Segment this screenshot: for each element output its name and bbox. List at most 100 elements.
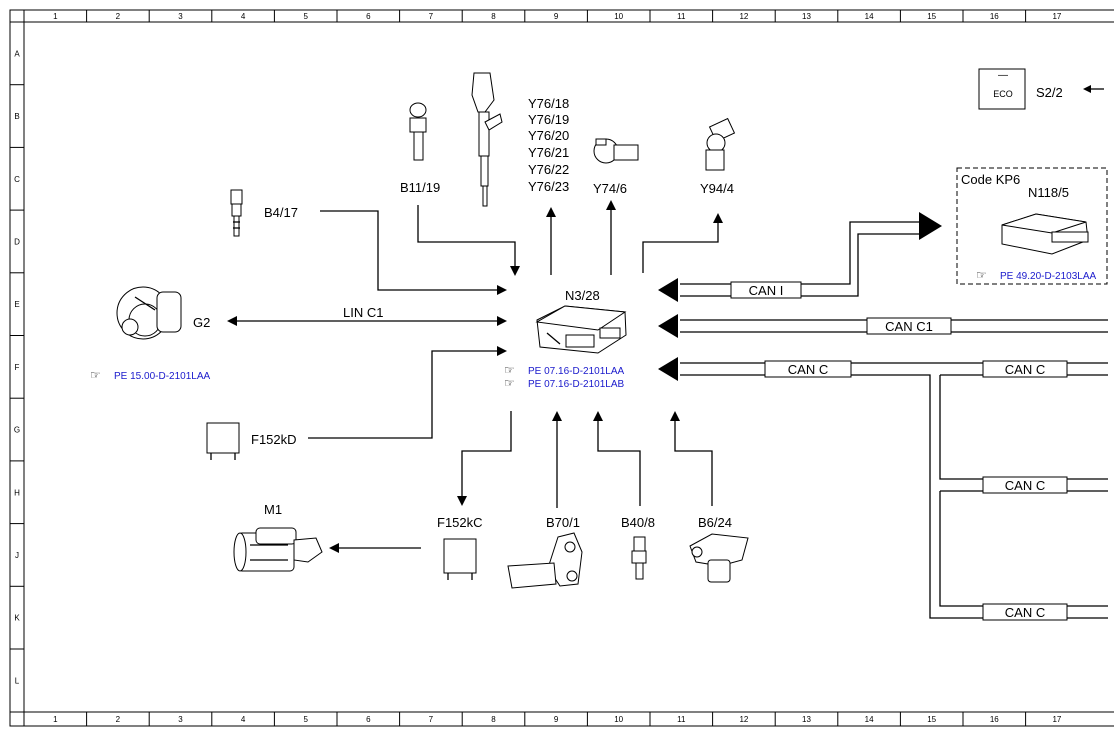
grid-row-label: G	[14, 426, 20, 435]
grid-column-label: 1	[53, 12, 58, 21]
grid-column-label: 4	[241, 715, 246, 724]
b70-1-label: B70/1	[546, 515, 580, 530]
wire-f152kd	[308, 350, 498, 439]
grid-column-label: 13	[802, 12, 811, 21]
valve-y74-6-icon[interactable]	[593, 138, 639, 164]
eco-switch-s2-2-icon[interactable]	[978, 68, 1026, 110]
grid-column-label: 8	[491, 715, 496, 724]
fuel-pump-control-unit-n118-5-icon[interactable]	[1001, 213, 1089, 255]
temperature-sensor-b11-19-icon[interactable]	[409, 102, 427, 161]
crankshaft-sensor-b70-1-icon[interactable]	[507, 532, 583, 589]
grid-row-label: F	[15, 363, 20, 372]
wire-b6-24	[674, 420, 713, 506]
can-c-label-4: CAN C	[1005, 605, 1045, 620]
code-kp6-frame	[956, 167, 1108, 285]
lin-c1-label: LIN C1	[343, 305, 383, 320]
y76-label-6: Y76/23	[528, 179, 569, 194]
grid-column-label: 9	[554, 12, 559, 21]
grid-column-label: 7	[429, 715, 434, 724]
engine-control-unit-icon[interactable]	[535, 305, 627, 354]
eco-label: ECO	[993, 89, 1013, 99]
ref-pointer-icon: ☞	[90, 368, 101, 382]
can-i-label: CAN I	[749, 283, 784, 298]
grid-row-label: B	[14, 112, 19, 121]
f152kc-label: F152kC	[437, 515, 483, 530]
can-c-label-3: CAN C	[1005, 478, 1045, 493]
grid-column-label: 8	[491, 12, 496, 21]
valve-y94-4-icon[interactable]	[705, 117, 736, 171]
grid-column-label: 16	[990, 12, 999, 21]
grid-column-label: 9	[554, 715, 559, 724]
pressure-sensor-b4-17-icon[interactable]	[230, 189, 243, 237]
camshaft-sensor-b6-24-icon[interactable]	[689, 533, 749, 583]
relay-f152kc-icon[interactable]	[443, 538, 477, 580]
grid-column-label: 6	[366, 12, 371, 21]
wire-f152kc	[461, 411, 512, 497]
grid-column-label: 10	[614, 12, 623, 21]
grid-column-label: 14	[865, 12, 874, 21]
grid-column-label: 2	[116, 715, 121, 724]
wire-y94-4	[642, 222, 719, 273]
s2-2-label: S2/2	[1036, 85, 1063, 100]
grid-column-label: 10	[614, 715, 623, 724]
grid-row-label: H	[14, 488, 20, 497]
grid-column-label: 5	[303, 12, 308, 21]
grid-row-label: J	[15, 551, 19, 560]
grid-column-label: 11	[677, 715, 686, 724]
n118-5-label: N118/5	[1028, 185, 1069, 200]
y76-label-4: Y76/21	[528, 145, 569, 160]
grid-row-label: E	[14, 300, 19, 309]
b40-8-label: B40/8	[621, 515, 655, 530]
grid-column-label: 1	[53, 715, 58, 724]
grid-column-label: 13	[802, 715, 811, 724]
grid-column-label: 15	[927, 715, 936, 724]
n118-reference-link[interactable]: PE 49.20-D-2103LAA	[1000, 271, 1097, 282]
grid-column-label: 6	[366, 715, 371, 724]
grid-column-label: 17	[1052, 715, 1061, 724]
relay-f152kd-icon[interactable]	[206, 422, 240, 460]
wire-b11-19	[417, 205, 516, 268]
grid-row-label: L	[15, 676, 20, 685]
ref-pointer-icon: ☞	[504, 363, 515, 377]
wire-b40-8	[597, 420, 641, 506]
can-i-label-box	[730, 281, 802, 299]
y74-6-label: Y74/6	[593, 181, 627, 196]
y76-label-1: Y76/18	[528, 96, 569, 111]
eco-mark: —	[998, 70, 1008, 81]
can-c-label-box-4	[982, 603, 1068, 621]
injector-y76-icon[interactable]	[471, 72, 503, 207]
b6-24-label: B6/24	[698, 515, 732, 530]
m1-label: M1	[264, 502, 282, 517]
can-c1-label: CAN C1	[885, 319, 933, 334]
grid-row-label: D	[14, 237, 20, 246]
b4-17-label: B4/17	[264, 205, 298, 220]
oil-sensor-b40-8-icon[interactable]	[631, 536, 647, 580]
y76-label-3: Y76/20	[528, 128, 569, 143]
f152kd-label: F152kD	[251, 432, 297, 447]
grid-column-label: 11	[677, 12, 686, 21]
grid-column-label: 2	[116, 12, 121, 21]
grid-column-label: 4	[241, 12, 246, 21]
grid-row-label: K	[14, 614, 20, 623]
grid-column-label: 17	[1052, 12, 1061, 21]
ref-pointer-icon: ☞	[504, 376, 515, 390]
b11-19-label: B11/19	[400, 180, 440, 195]
n3-28-label: N3/28	[565, 288, 600, 303]
grid-row-label: A	[14, 49, 20, 58]
y76-label-5: Y76/22	[528, 162, 569, 177]
grid-column-label: 16	[990, 715, 999, 724]
grid-ruler: 1122334455667788991010111112121313141415…	[10, 10, 1062, 726]
grid-column-label: 5	[303, 715, 308, 724]
can-c1-label-box	[866, 317, 952, 335]
alternator-g2-icon[interactable]	[116, 286, 182, 340]
n3-reference-link-b[interactable]: PE 07.16-D-2101LAB	[528, 379, 625, 390]
grid-column-label: 3	[178, 12, 183, 21]
y94-4-label: Y94/4	[700, 181, 734, 196]
grid-column-label: 15	[927, 12, 936, 21]
y76-label-2: Y76/19	[528, 112, 569, 127]
n3-reference-link-a[interactable]: PE 07.16-D-2101LAA	[528, 366, 625, 377]
starter-motor-m1-icon[interactable]	[233, 527, 323, 572]
grid-column-label: 12	[739, 715, 748, 724]
g2-reference-link[interactable]: PE 15.00-D-2101LAA	[114, 371, 211, 382]
code-kp6-label: Code KP6	[961, 172, 1020, 187]
